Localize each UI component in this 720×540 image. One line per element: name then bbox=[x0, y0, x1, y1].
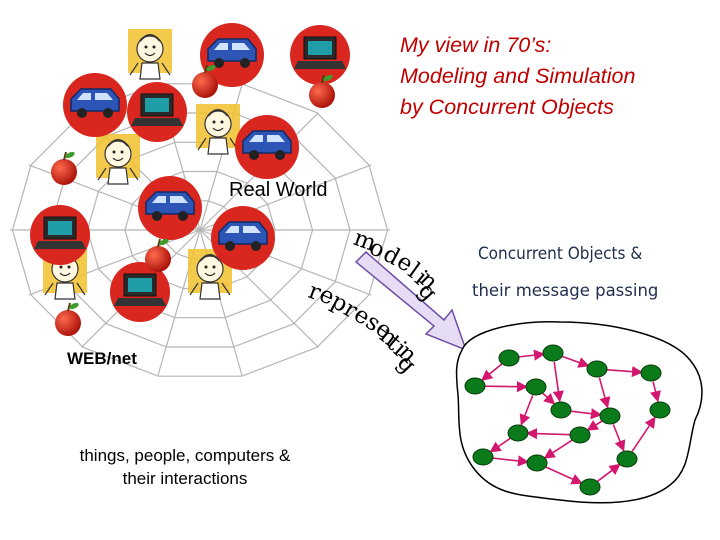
title-line-3: by Concurrent Objects bbox=[400, 95, 614, 119]
concurrent-object-node bbox=[525, 378, 547, 396]
apple-icon bbox=[145, 238, 171, 272]
concurrent-object-node bbox=[542, 344, 564, 362]
car-icon bbox=[200, 23, 264, 87]
concurrent-object-node bbox=[472, 448, 494, 466]
concurrent-object-node bbox=[507, 424, 529, 442]
car-icon bbox=[63, 73, 127, 137]
message-arrow bbox=[481, 363, 503, 381]
concurrent-object-node bbox=[579, 478, 601, 496]
message-arrow bbox=[598, 377, 611, 409]
car-icon bbox=[235, 115, 299, 179]
message-arrow bbox=[561, 355, 590, 368]
concurrent-object-node bbox=[599, 407, 621, 425]
message-passing-label: their message passing bbox=[472, 281, 659, 300]
message-arrow bbox=[596, 463, 621, 483]
message-arrow bbox=[517, 349, 546, 361]
caption-line-2: their interactions bbox=[122, 469, 248, 488]
message-arrow bbox=[612, 424, 626, 452]
apple-icon bbox=[192, 64, 218, 98]
apple-icon bbox=[51, 151, 77, 185]
real-world-label: Real World bbox=[229, 179, 328, 201]
message-arrow bbox=[605, 366, 644, 378]
concurrent-object-node bbox=[586, 360, 608, 378]
title-line-2: Modeling and Simulation bbox=[400, 64, 636, 88]
computer-icon bbox=[110, 262, 170, 322]
concurrent-object-node bbox=[464, 377, 486, 395]
concurrent-object-node bbox=[498, 349, 520, 367]
message-arrow bbox=[631, 416, 656, 452]
message-arrow bbox=[544, 465, 583, 485]
message-arrow bbox=[519, 395, 534, 426]
real-world-caption: things, people, computers & their intera… bbox=[40, 444, 330, 490]
person-icon bbox=[196, 104, 240, 155]
message-arrow bbox=[569, 408, 603, 420]
car-icon bbox=[138, 176, 202, 240]
slide-title: My view in 70’s: Modeling and Simulation… bbox=[400, 30, 710, 123]
message-arrow bbox=[650, 381, 661, 403]
message-arrow bbox=[542, 392, 556, 405]
message-arrow bbox=[552, 361, 564, 403]
concurrent-object-node bbox=[649, 401, 671, 419]
concurrent-object-node bbox=[616, 450, 638, 468]
concurrent-object-node bbox=[640, 364, 662, 382]
message-arrow bbox=[483, 381, 529, 393]
message-arrow bbox=[525, 428, 572, 440]
computer-icon bbox=[30, 205, 90, 265]
title-line-1: My view in 70’s: bbox=[400, 33, 552, 57]
apple-icon bbox=[309, 74, 335, 108]
caption-line-1: things, people, computers & bbox=[79, 446, 291, 465]
computer-icon bbox=[127, 82, 187, 142]
message-arrow bbox=[586, 420, 603, 431]
person-icon bbox=[96, 134, 140, 185]
computer-icon bbox=[290, 25, 350, 85]
car-icon bbox=[211, 206, 275, 270]
concurrent-objects-label: Concurrent Objects & bbox=[478, 244, 643, 264]
concurrent-object-node bbox=[550, 401, 572, 419]
person-icon bbox=[128, 29, 172, 80]
apple-icon bbox=[55, 302, 81, 336]
concurrent-object-node bbox=[569, 426, 591, 444]
message-arrow bbox=[543, 439, 573, 459]
web-net-label: WEB/net bbox=[67, 349, 137, 368]
modeling-arrow bbox=[354, 250, 468, 352]
message-arrow bbox=[489, 437, 512, 453]
concurrent-object-node bbox=[526, 454, 548, 472]
message-arrow bbox=[491, 455, 530, 467]
